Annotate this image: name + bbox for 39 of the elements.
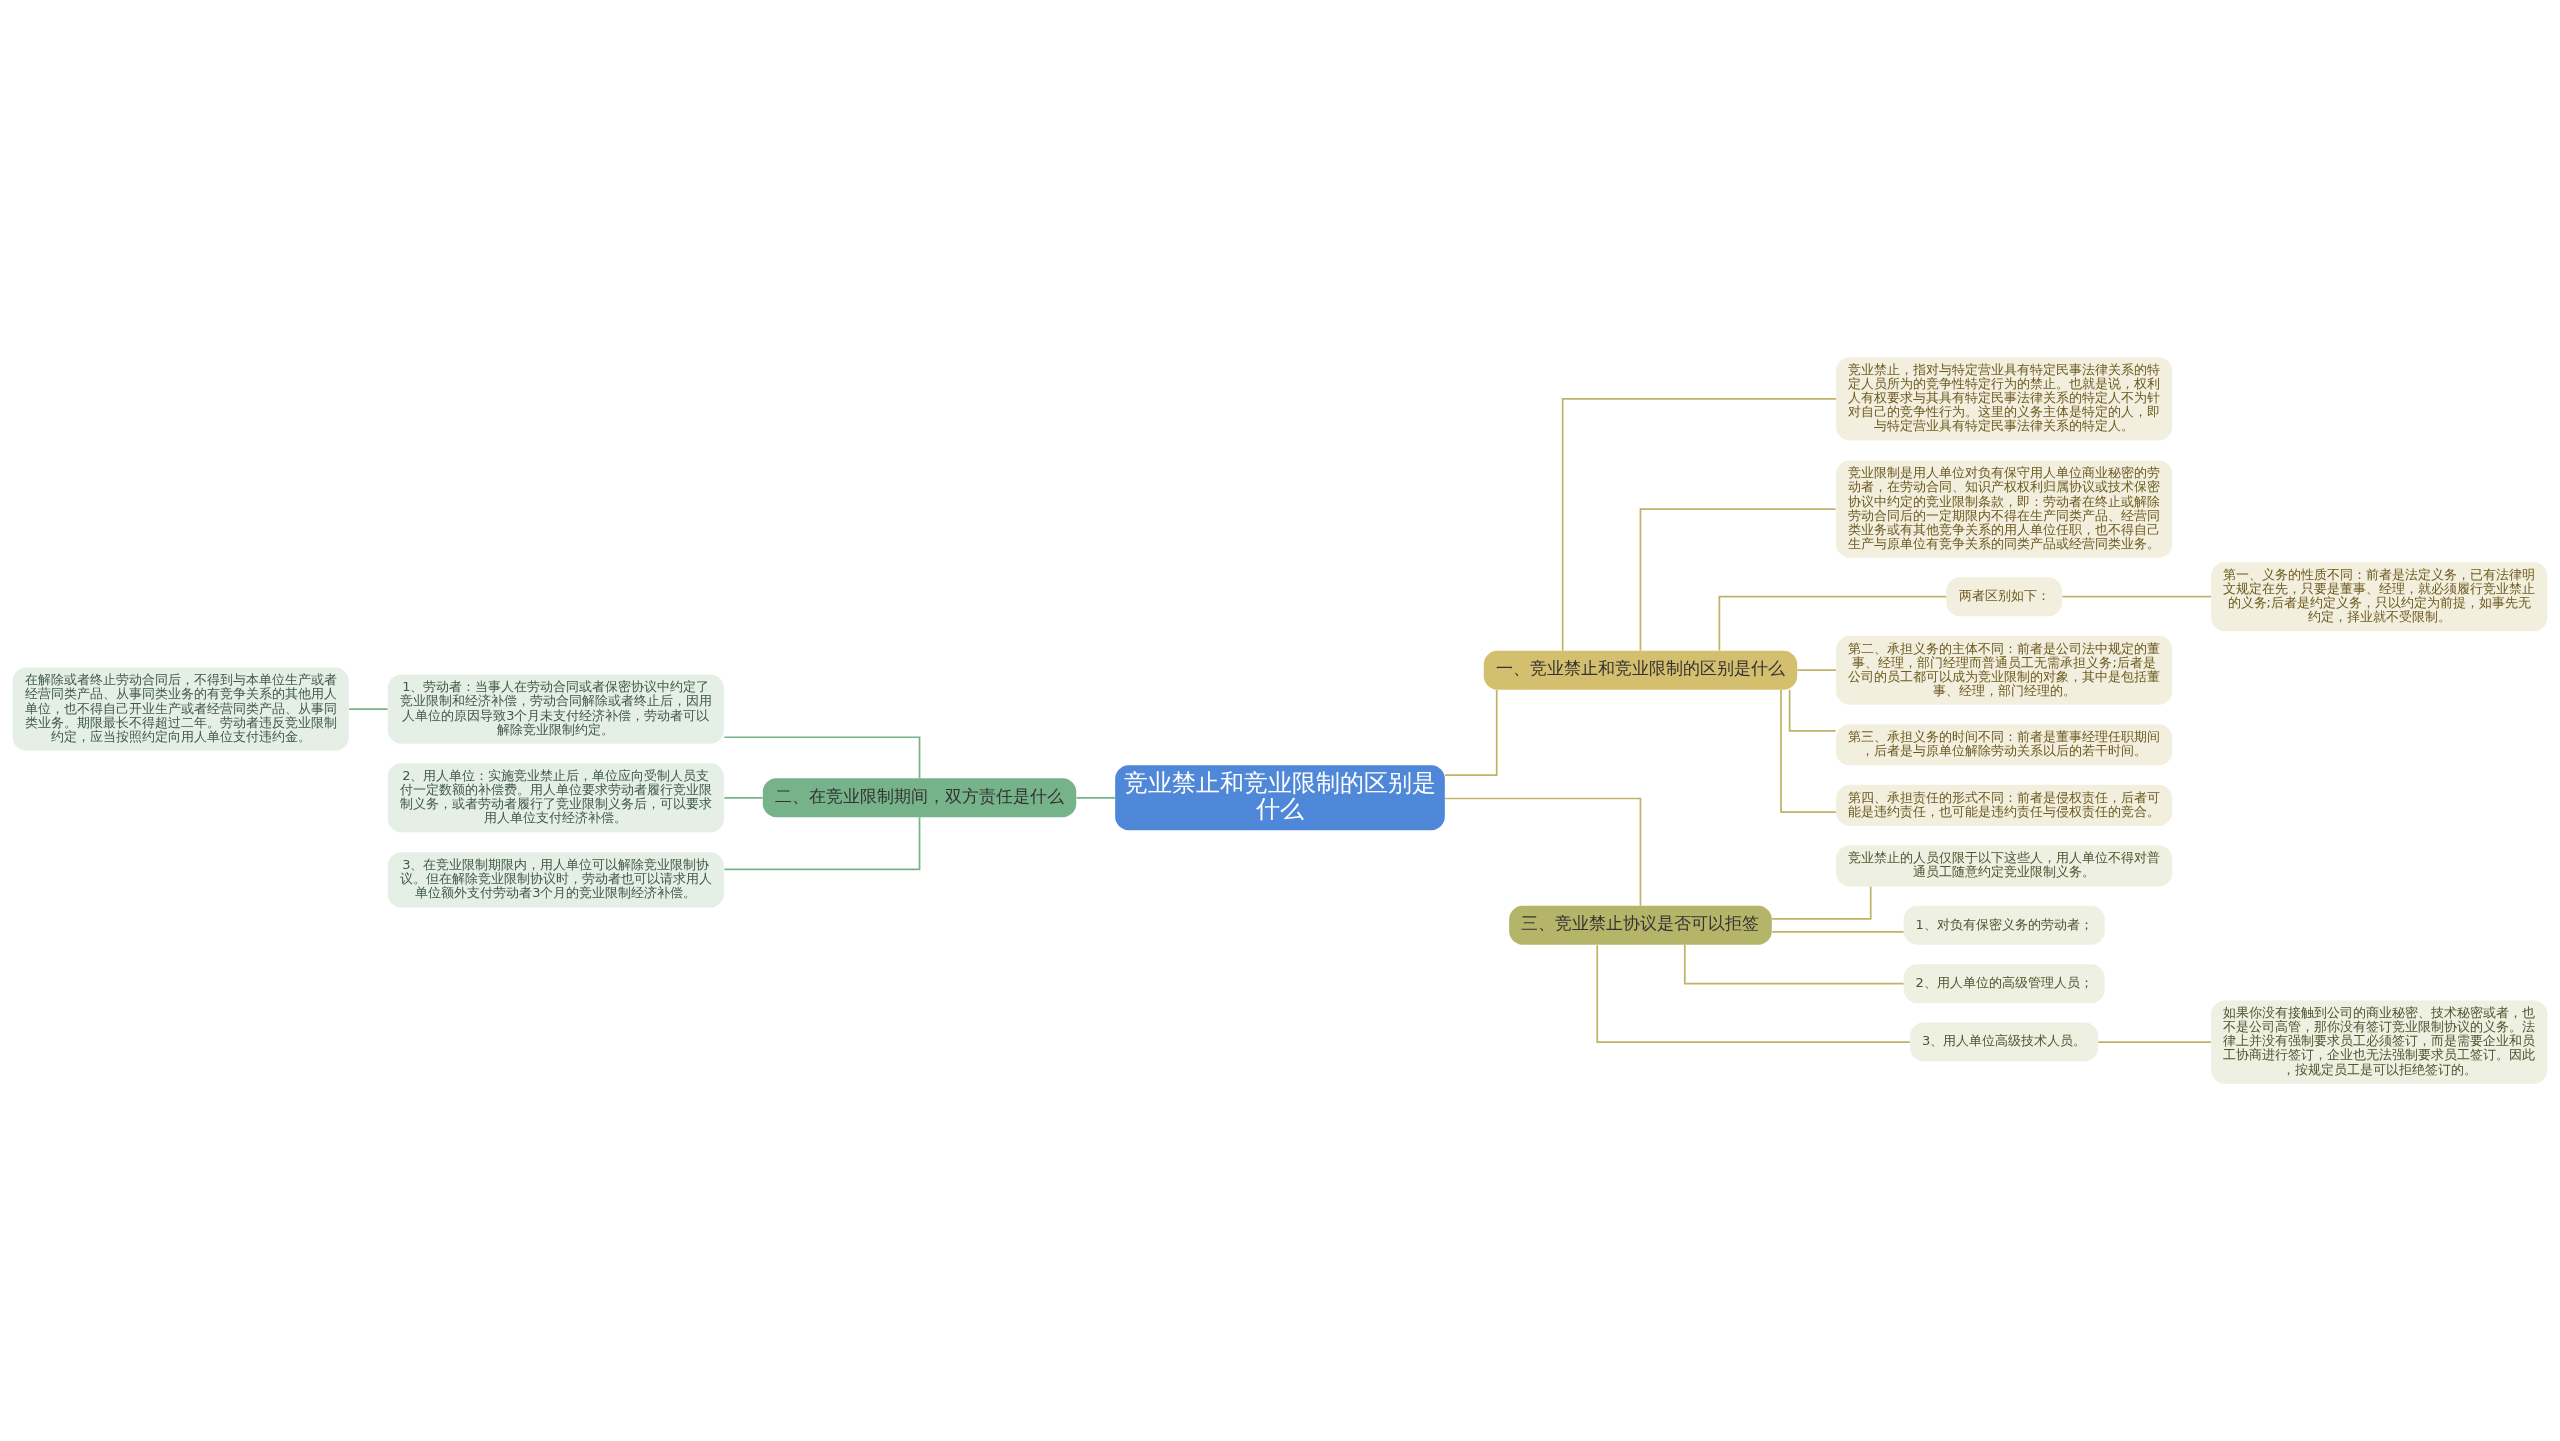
node-box: 竞业禁止的人员仅限于以下这些人，用人单位不得对普通员工随意约定竞业限制义务。 (1836, 845, 2173, 887)
node-box: 两者区别如下： (1946, 577, 2062, 617)
connector (2097, 1041, 2212, 1043)
node-box: 2、用人单位：实施竞业禁止后，单位应向受制人员支付一定数额的补偿费。用人单位要求劳动者履行竞业限制义务，或者劳动者履行了竞业限制义务后，可以要求用人单位支付经济补偿。 (387, 763, 724, 833)
connector (2061, 595, 2212, 598)
node-box: 2、用人单位的高级管理人员； (1903, 964, 2105, 1004)
node-box: 竞业禁止，指对与特定营业具有特定民事法律关系的特定人员所为的竞争性特定行为的禁止。也就是说，权利人有权要求与其具有特定民事法律关系的特定人不为针对自己的竞争性行为。这里的义务主体是特定的人，即与特定营业具有特定民事法律关系的特定人。 (1836, 357, 2173, 441)
node-box: 3、用人单位高级技术人员。 (1910, 1022, 2099, 1062)
connector (1780, 689, 1837, 814)
connector (723, 816, 921, 871)
node-box: 1、劳动者：当事人在劳动合同或者保密协议中约定了竞业限制和经济补偿，劳动合同解除或者终止后，因用人单位的原因导致3个月未支付经济补偿，劳动者可以解除竞业限制约定。 (387, 674, 724, 744)
connector (1683, 944, 1905, 985)
connector (1796, 669, 1837, 672)
node-box: 在解除或者终止劳动合同后，不得到与本单位生产或者经营同类产品、从事同类业务的有竞争关系的其他用人单位，也不得自己开业生产或者经营同类产品、从事同类业务。期限最长不得超过二年。劳动者违反竞业限制约定，应当按照约定向用人单位支付违约金。 (12, 667, 349, 751)
node-box: 3、在竞业限制期限内，用人单位可以解除竞业限制协议。但在解除竞业限制协议时，劳动者也可以请求用人单位额外支付劳动者3个月的竞业限制经济补偿。 (387, 852, 724, 908)
node-box: 如果你没有接触到公司的商业秘密、技术秘密或者，也不是公司高管，那你没有签订竞业限制协议的义务。法律上并没有强制要求员工必须签订，而是需要企业和员工协商进行签订，企业也无法强制要求员工签订。因此，按规定员工是可以拒绝签订的。 (2211, 1000, 2548, 1084)
connector (1444, 797, 1642, 907)
connector (1075, 796, 1116, 799)
connector (1718, 595, 1948, 652)
node-box: 竞业限制是用人单位对负有保守用人单位商业秘密的劳动者，在劳动合同、知识产权权利归属协议或技术保密协议中约定的竞业限制条款，即：劳动者在终止或解除劳动合同后的一定期限内不得在生产同类产品、经营同类业务或有其他竞争关系的用人单位任职，也不得自己生产与原单位有竞争关系的同类产品或经营同类业务。 (1836, 460, 2173, 558)
node-box: 第四、承担责任的形式不同：前者是侵权责任，后者可能是违约责任，也可能是违约责任与侵权责任的竞合。 (1836, 784, 2173, 826)
connector (1596, 944, 1911, 1043)
connector (1771, 930, 1905, 933)
node-box: 1、对负有保密义务的劳动者； (1903, 905, 2105, 945)
node-box: 第三、承担义务的时间不同：前者是董事经理任职期间，后者是与原单位解除劳动关系以后的若干时间。 (1836, 724, 2173, 766)
connector (1788, 688, 1837, 732)
node-box: 第二、承担义务的主体不同：前者是公司法中规定的董事、经理，部门经理而普通员工无需承担义务;后者是公司的员工都可以成为竞业限制的对象，其中是包括董事、经理，部门经理的。 (1836, 635, 2173, 705)
node-box: 竞业禁止和竞业限制的区别是什么 (1115, 765, 1445, 831)
node-box: 二、在竞业限制期间，双方责任是什么 (762, 778, 1077, 818)
node-box: 三、竞业禁止协议是否可以拒签 (1509, 905, 1772, 945)
node-box: 第一、义务的性质不同：前者是法定义务，已有法律明文规定在先，只要是董事、经理，就必须履行竞业禁止的义务;后者是约定义务，只以约定为前提，如事先无约定，择业就不受限制。 (2211, 562, 2548, 632)
connector (1771, 885, 1872, 920)
connector (1561, 398, 1837, 652)
connector (723, 796, 764, 799)
connector (1444, 689, 1498, 776)
node-box: 一、竞业禁止和竞业限制的区别是什么 (1483, 650, 1798, 690)
connector (348, 708, 389, 710)
connector (723, 736, 921, 780)
connector (1639, 508, 1837, 652)
